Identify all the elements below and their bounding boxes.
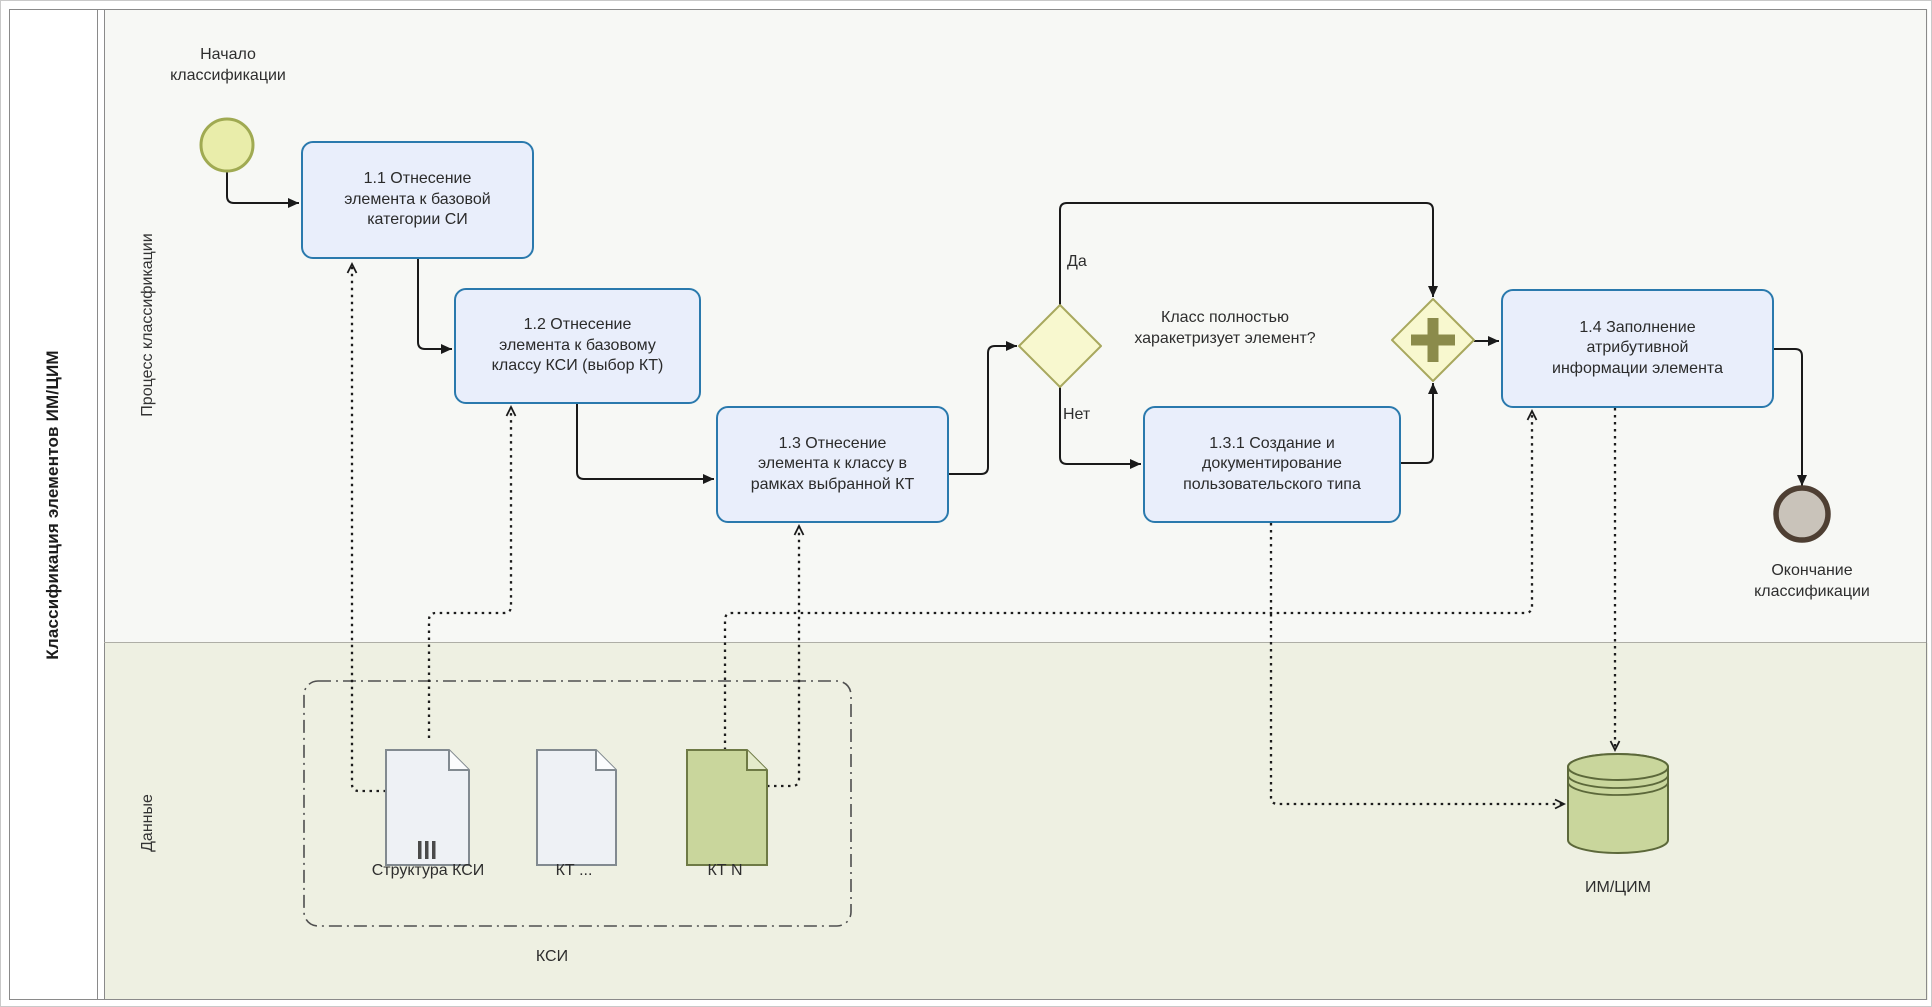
gateway-no-label: Нет xyxy=(1063,406,1091,423)
doc2-label: КТ ... xyxy=(555,862,593,879)
datastore-rings-icon xyxy=(1567,774,1669,796)
document-fold-icon xyxy=(595,750,616,771)
document-fold-icon xyxy=(448,750,469,771)
task-1-1[interactable]: 1.1 Отнесение элемента к базовой категор… xyxy=(301,141,534,259)
sequence-flow-t13-to-gateway xyxy=(949,341,1017,475)
pool-header-band xyxy=(9,9,98,1000)
exclusive-gateway[interactable] xyxy=(1018,304,1102,388)
end-event[interactable] xyxy=(1773,485,1831,543)
document-icon xyxy=(385,749,470,866)
doc1-label: Структура КСИ xyxy=(371,862,485,879)
plus-icon xyxy=(1411,318,1455,362)
sequence-flow-t14-to-end xyxy=(1774,348,1807,486)
document-fold-icon xyxy=(746,750,767,771)
parallel-gateway[interactable] xyxy=(1391,298,1475,382)
sequence-flow-t12-to-t13 xyxy=(576,404,714,484)
datastore-top-icon xyxy=(1567,753,1669,781)
collection-marker-icon xyxy=(418,841,436,859)
data-object-kt-dots[interactable] xyxy=(536,749,617,866)
datastore-label: ИМ/ЦИМ xyxy=(1585,879,1651,896)
gateway-question-label: Класс полностью харакетризует элемент? xyxy=(1134,309,1316,347)
sequence-flow-t11-to-t12 xyxy=(417,259,452,354)
group-ksi-box[interactable] xyxy=(303,680,852,927)
task-1-3[interactable]: 1.3 Отнесение элемента к классу в рамках… xyxy=(716,406,949,523)
datastore-im-cim[interactable] xyxy=(1567,753,1669,854)
group-ksi-label: КСИ xyxy=(535,948,569,965)
end-event-label: Окончание классификации xyxy=(1754,562,1870,600)
doc3-label: КТ N xyxy=(707,862,743,879)
sequence-flow-start-to-t11 xyxy=(226,171,299,208)
sequence-flow-yes-to-merge xyxy=(1059,202,1438,305)
data-object-kt-n[interactable] xyxy=(686,749,768,866)
data-association-doc1-to-t11 xyxy=(346,261,386,793)
document-icon xyxy=(686,749,768,866)
gateway-yes-label: Да xyxy=(1067,253,1087,270)
document-icon xyxy=(536,749,617,866)
start-event-label: Начало классификации xyxy=(170,46,286,84)
data-object-structura-ksi[interactable] xyxy=(385,749,470,866)
sequence-flow-t131-to-merge xyxy=(1401,383,1438,464)
data-association-t131-to-datastore xyxy=(1269,523,1567,810)
data-association-doc3-to-t13 xyxy=(767,523,805,788)
sequence-flow-no-to-t131 xyxy=(1059,387,1141,469)
task-1-4[interactable]: 1.4 Заполнение атрибутивной информации э… xyxy=(1501,289,1774,408)
task-1-3-1[interactable]: 1.3.1 Создание и документирование пользо… xyxy=(1143,406,1401,523)
data-association-doc1-to-t12 xyxy=(427,404,517,738)
start-event[interactable] xyxy=(199,117,255,173)
task-1-2[interactable]: 1.2 Отнесение элемента к базовому классу… xyxy=(454,288,701,404)
lane-divider xyxy=(104,642,1927,643)
